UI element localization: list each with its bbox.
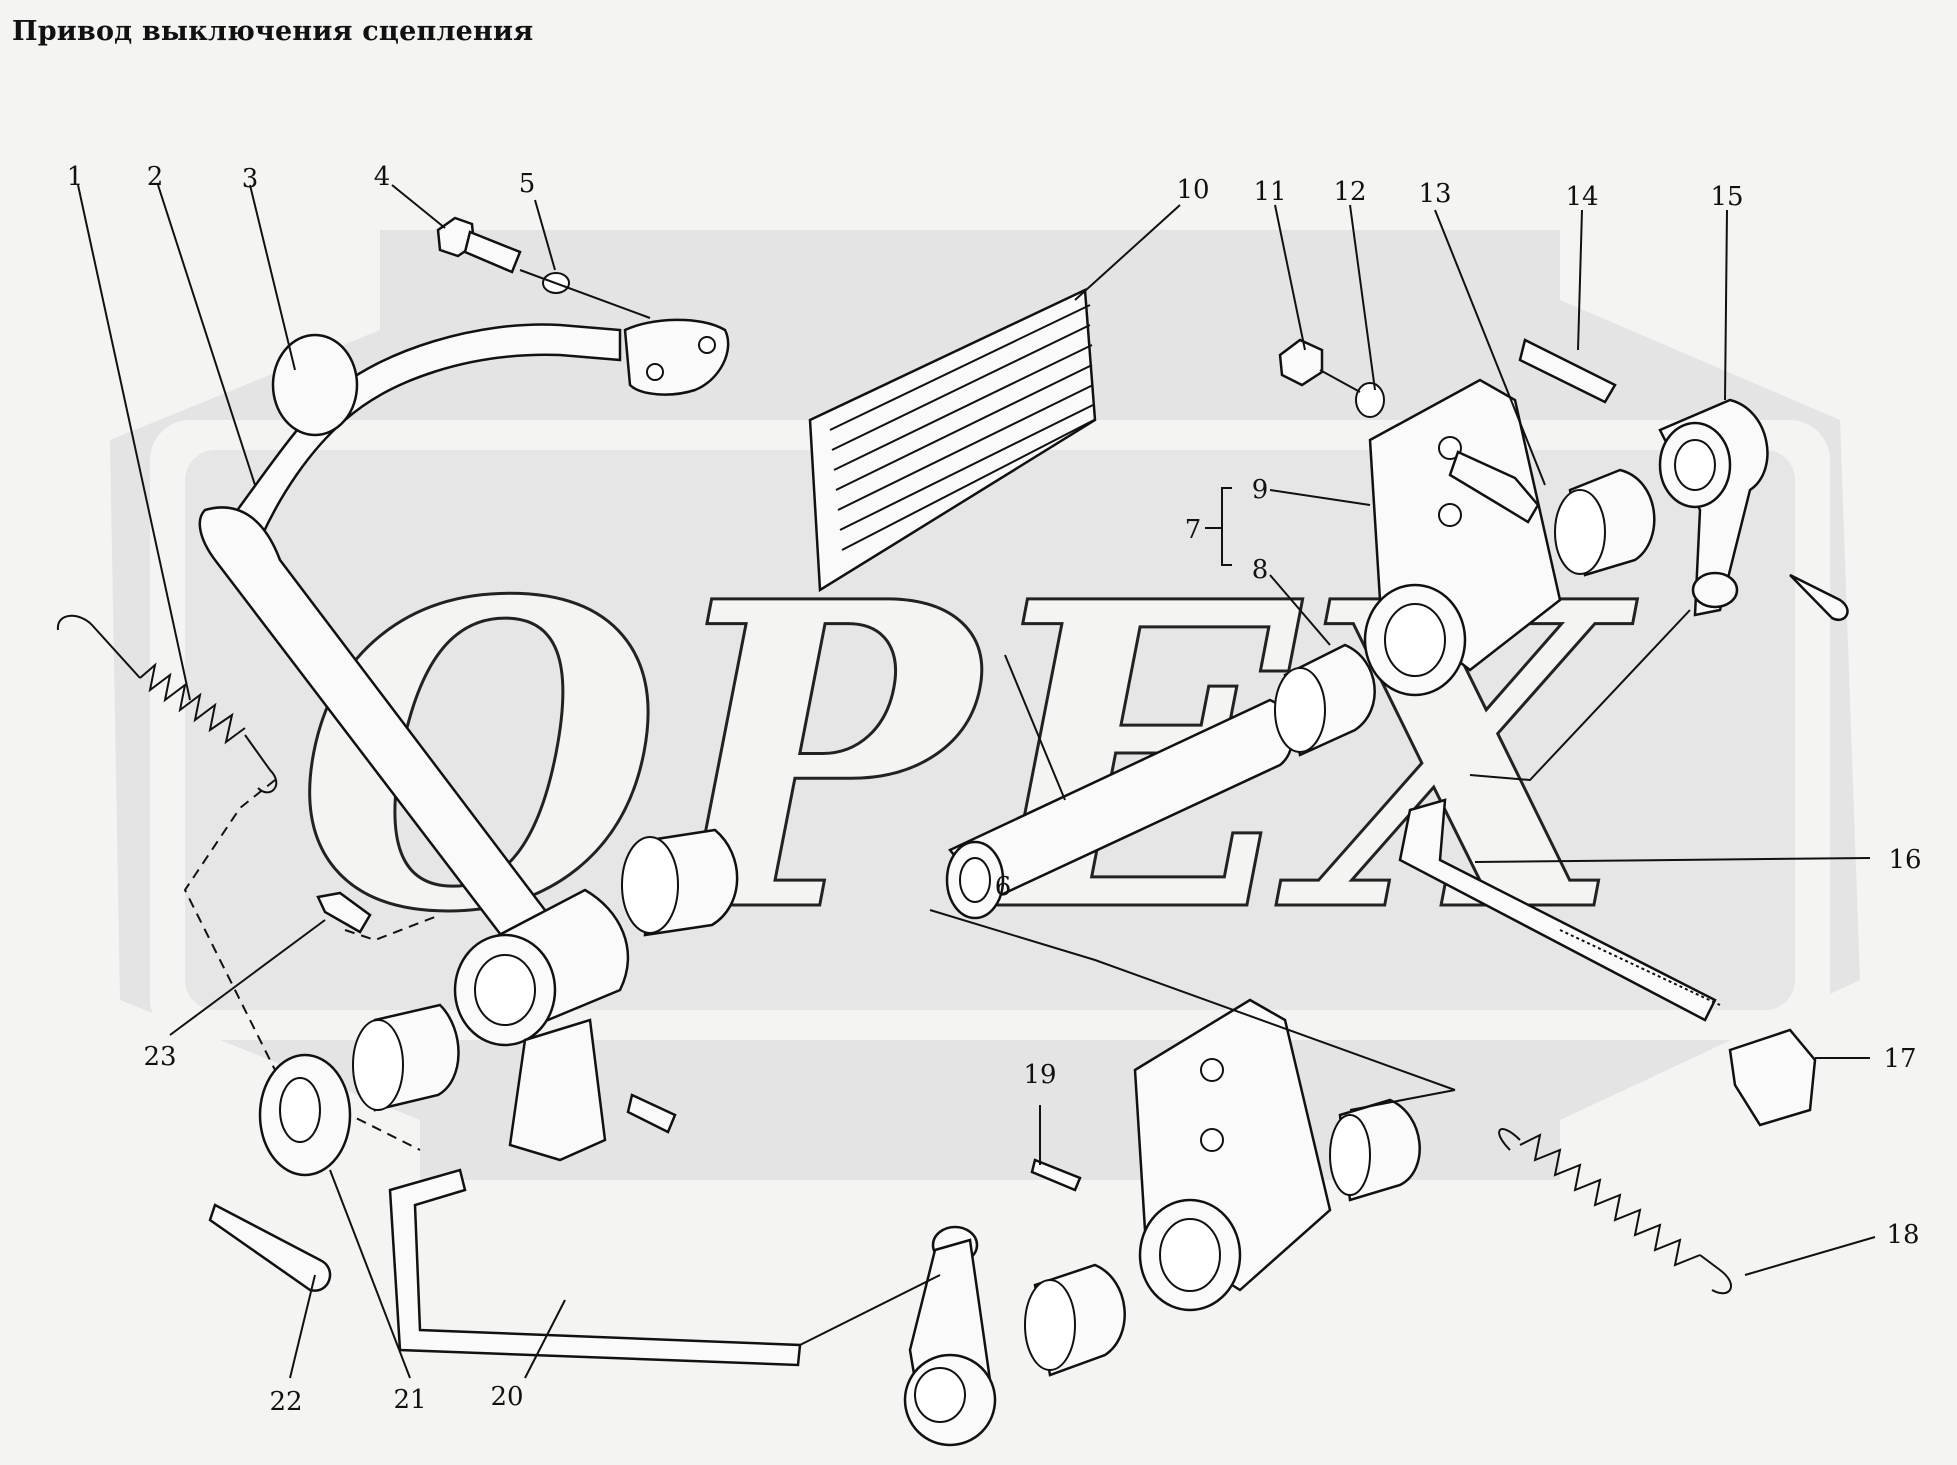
rod-20 — [388, 1168, 802, 1367]
callout-20: 20 — [490, 1382, 523, 1412]
bracket-lower — [1133, 998, 1332, 1312]
cotter-pin-22 — [208, 1203, 332, 1292]
callout-22: 22 — [269, 1387, 302, 1417]
pedal-lever — [198, 318, 730, 962]
cotter-pin — [626, 1093, 677, 1134]
callout-14: 14 — [1565, 182, 1598, 212]
bushing-left-2 — [352, 1003, 460, 1112]
callout-3: 3 — [242, 164, 259, 194]
grease-fitting-23 — [316, 891, 372, 934]
cotter-pin-19 — [1030, 1158, 1082, 1192]
callout-12: 12 — [1333, 177, 1366, 207]
pedal-pad-10 — [808, 288, 1097, 593]
washer-12 — [1355, 382, 1385, 418]
washer-21 — [258, 1053, 352, 1177]
pin-14 — [1518, 338, 1617, 404]
callout-11: 11 — [1253, 177, 1286, 207]
callout-21: 21 — [393, 1385, 426, 1415]
page-title: Привод выключения сцепления — [12, 16, 534, 47]
callout-9: 9 — [1252, 475, 1269, 505]
bushing-left — [621, 828, 739, 937]
callout-6: 6 — [995, 872, 1012, 902]
callout-10: 10 — [1176, 175, 1209, 205]
callout-15: 15 — [1710, 182, 1743, 212]
callout-5: 5 — [519, 169, 536, 199]
bushing-lower-right — [1329, 1098, 1421, 1202]
callout-2: 2 — [147, 162, 164, 192]
callout-19: 19 — [1023, 1060, 1056, 1090]
lever-15 — [1658, 398, 1769, 617]
bolt-13 — [1448, 450, 1540, 524]
bushing-right — [1554, 468, 1656, 577]
spring-18 — [1498, 1128, 1732, 1295]
rod-16 — [1398, 798, 1717, 1022]
bushing-lower — [1024, 1263, 1126, 1377]
callout-1: 1 — [67, 162, 84, 192]
callout-17: 17 — [1883, 1044, 1916, 1074]
callout-16: 16 — [1888, 845, 1921, 875]
cotter-pin-right — [1789, 573, 1849, 621]
bracket-9 — [1363, 378, 1562, 697]
lever-hub-left — [453, 888, 630, 1162]
bushing-8 — [1274, 643, 1376, 757]
lever-lower — [903, 1225, 997, 1447]
callout-13: 13 — [1418, 179, 1451, 209]
callout-4: 4 — [374, 162, 391, 192]
callout-labels: 1 2 3 4 5 6 7 8 9 10 11 12 13 14 15 16 1… — [67, 162, 1922, 1417]
nut-17 — [1728, 1028, 1817, 1127]
callout-18: 18 — [1886, 1220, 1919, 1250]
callout-8: 8 — [1252, 555, 1269, 585]
callout-7: 7 — [1185, 515, 1202, 545]
callout-23: 23 — [143, 1042, 176, 1072]
bolt-4 — [436, 216, 522, 274]
leader-lines — [77, 184, 1876, 1379]
pedal-pad-rubber-3 — [271, 333, 359, 437]
